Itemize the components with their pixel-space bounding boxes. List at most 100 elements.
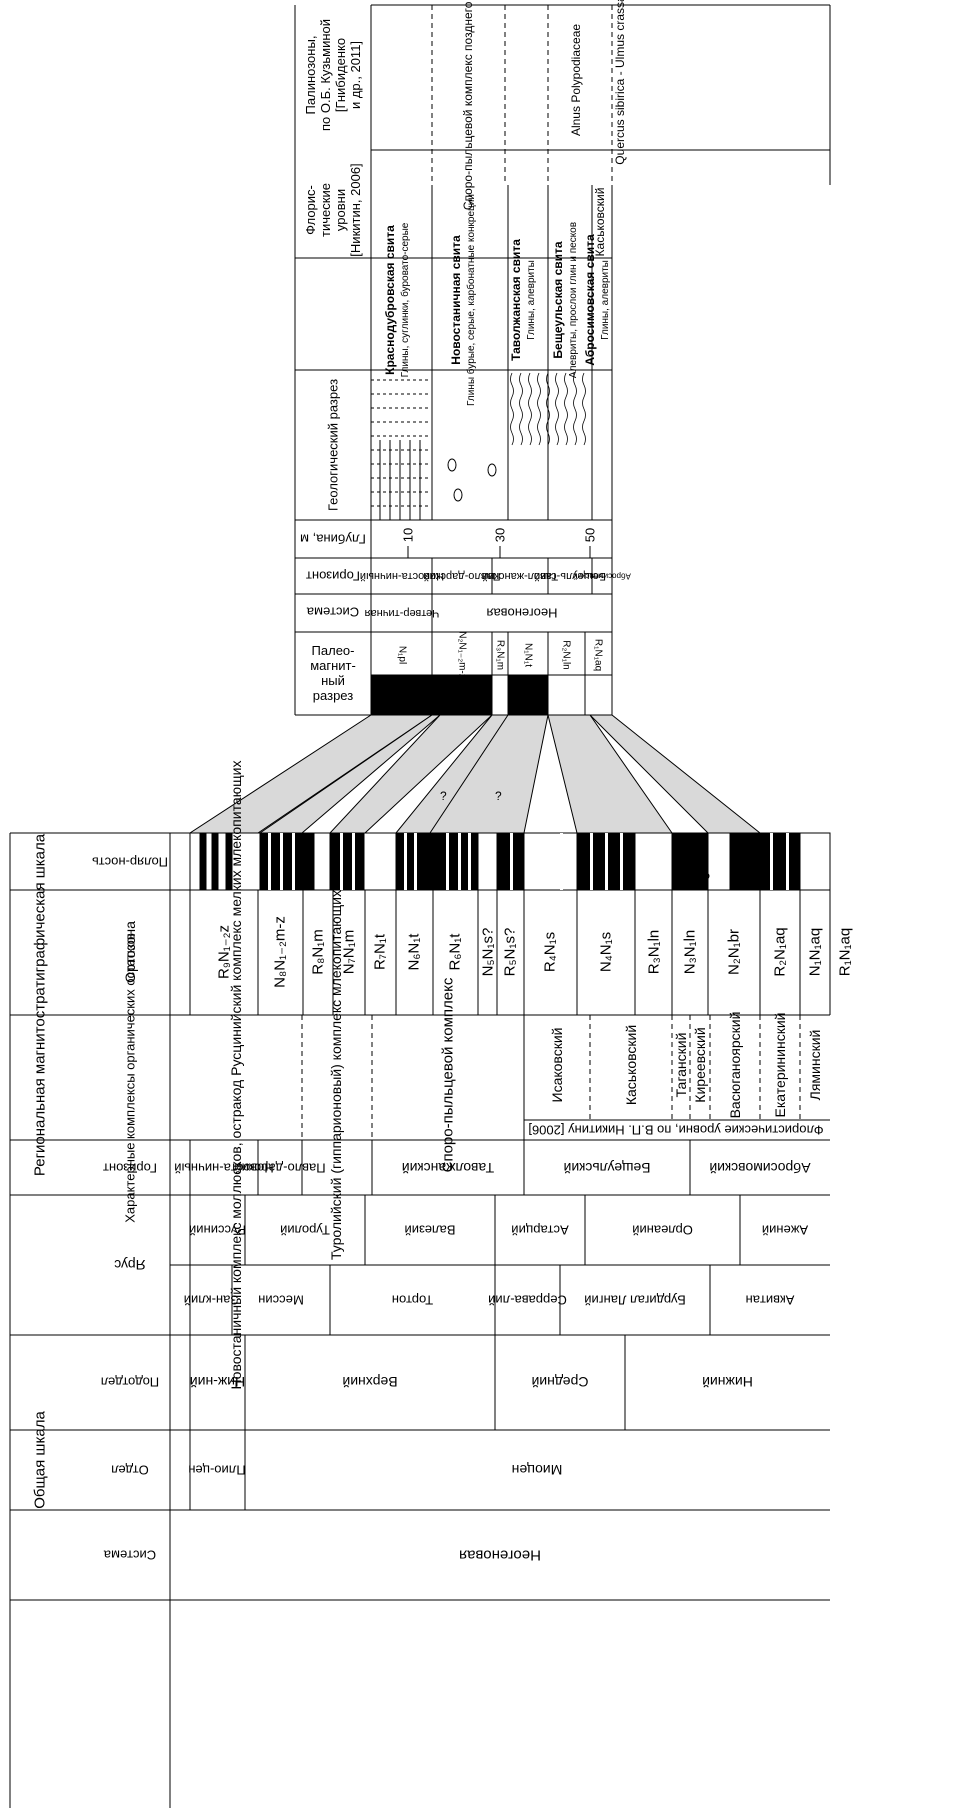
- floristic-level-line: Таганский: [673, 1033, 689, 1098]
- polarity-stripe: [458, 833, 461, 890]
- stage-label: Туролий: [280, 1223, 330, 1238]
- title-regional-line: Региональная магнитостратиграфическая шк…: [32, 833, 49, 1176]
- palynozone-line: Alnus Polypodiaceae: [569, 24, 583, 136]
- stage-label: Аквитан: [746, 1293, 795, 1308]
- header-paleomag-line: ный: [321, 673, 345, 688]
- subdept-label-line: Верхний: [342, 1374, 397, 1390]
- polarity-stripe: [510, 833, 513, 890]
- polarity-stripe: [340, 833, 343, 890]
- paleomag-block: [491, 674, 509, 716]
- palynozone: Споро-пыльцевой комплекс позднего миоцен…: [461, 0, 475, 210]
- palynozone-line: Quercus sibirica - Ulmus crassa: [613, 0, 627, 165]
- concretion-mark: [453, 488, 463, 502]
- horizon-label: Новоста-ничный: [174, 1161, 273, 1176]
- polarity-stripe: [590, 833, 593, 890]
- polarity-stripe: [605, 833, 608, 890]
- paleomag-label: R₃N₁m: [495, 640, 506, 670]
- polarity-bar: [477, 832, 498, 891]
- concretion-mark: [487, 463, 497, 477]
- horizon-label-line: Абросимовский: [709, 1160, 810, 1176]
- palynozone-line: Споро-пыльцевой комплекс позднего миоцен…: [461, 0, 475, 210]
- floristic-caption: Флористические уровни, по В.П. Никитину …: [528, 1123, 823, 1138]
- polarity-bar: [395, 832, 431, 891]
- horizon-label: Абросимовский: [573, 572, 631, 581]
- polarity-stripe: [404, 833, 407, 890]
- orthozone-label: N₇N₁m: [341, 930, 358, 974]
- floristic-level: Васюганоярский: [727, 1012, 743, 1119]
- orthozone-label: R₇N₁t: [372, 933, 389, 970]
- header-system-line: Система: [103, 1548, 156, 1563]
- paleomag-label: N₂N₁₋₂m-z: [457, 631, 468, 679]
- formation-name: Таволжанская свита: [509, 239, 523, 361]
- orthozone-label-line: R₃N₁ln: [646, 930, 663, 975]
- header-floristic-line: уровни: [333, 189, 348, 231]
- header-geol-line: Геологический разрез: [326, 379, 341, 511]
- header-stage: Ярус: [114, 1257, 146, 1273]
- header-complexes-line: Характерные комплексы органических остат…: [123, 933, 138, 1223]
- paleomag-label: N₁N₁t: [523, 643, 534, 667]
- orthozone-label-line: R₆N₁t: [447, 933, 464, 971]
- formation-desc: Глины, алевриты: [526, 260, 537, 340]
- polarity-bar: [707, 832, 731, 891]
- stage-label-line: Аквитан: [746, 1293, 795, 1308]
- formation-name: Абросимовская свита: [583, 234, 597, 366]
- orthozone-label-line: R₉N₁₋₂z: [216, 925, 233, 979]
- orthozone-label-line: R₁N₁aq: [837, 928, 854, 976]
- header-horizon-line: Горизонт: [306, 569, 360, 584]
- polarity-bar: [759, 832, 801, 891]
- paleomag-block: [431, 674, 493, 716]
- stage-label: Руссиний: [189, 1223, 246, 1238]
- lithology-wave: [510, 372, 514, 446]
- header-system: Система: [306, 605, 359, 620]
- orthozone-label: R₃N₁ln: [646, 930, 663, 975]
- floristic-level-line: Каськовский: [593, 188, 607, 257]
- complex-label: Новостаничный комплекс моллюсков, острак…: [228, 761, 244, 1390]
- orthozone-label-line: R₄N₁s: [542, 932, 559, 972]
- orthozone-label-line: N₂N₁br: [726, 929, 743, 975]
- polarity-bar: [231, 832, 261, 891]
- stage-label-line: Валезий: [405, 1223, 456, 1238]
- paleomag-label-line: R₁N₁aq: [593, 639, 604, 671]
- header-system: Система: [103, 1548, 156, 1563]
- floristic-level-line: Исаковский: [549, 1028, 565, 1103]
- header-palyno-line: Палинозоны,: [303, 36, 318, 115]
- subdept-label-line: Нижний: [702, 1374, 753, 1390]
- orthozone-label-line: N₄N₁s: [598, 932, 615, 972]
- horizon-label: Бещеульский: [564, 1160, 651, 1176]
- orthozone-label: N₃N₁ln: [682, 930, 699, 975]
- correlation-question: ?: [440, 789, 447, 803]
- orthozone-label-line: N₁N₁aq: [807, 928, 824, 976]
- header-paleomag-line: разрез: [313, 688, 353, 703]
- header-horizon: Горизонт: [103, 1161, 157, 1176]
- orthozone-label-line: R₈N₁m: [310, 929, 327, 974]
- header-stage-line: Ярус: [114, 1257, 146, 1273]
- stage-label: Астарций: [511, 1223, 568, 1238]
- polarity-stripe: [280, 833, 283, 890]
- horizon-label-line: Павло-дарский: [234, 1161, 325, 1176]
- stage-label: Тортон: [392, 1293, 433, 1308]
- horizon-label-line: Новоста-ничный: [174, 1161, 273, 1176]
- correlation-bands: ??: [188, 714, 762, 834]
- header-depth: Глубина, м: [300, 532, 366, 547]
- header-complexes: Характерные комплексы органических остат…: [123, 933, 138, 1223]
- header-geol: Геологический разрез: [326, 379, 341, 511]
- header-floristic-line: Флорис-: [303, 185, 318, 235]
- lithology-wave: [537, 372, 541, 446]
- orthozone-label: N₅N₁s?: [480, 928, 497, 977]
- horizon-label-line: Абросимовский: [573, 572, 631, 581]
- polarity-stripe: [786, 833, 789, 890]
- polarity-bar: [799, 832, 831, 891]
- orthozone-label-line: R₇N₁t: [372, 933, 389, 970]
- stage-label-line: Орлеаний: [632, 1223, 693, 1238]
- header-system-line: Система: [306, 605, 359, 620]
- system-label: Неогеновая: [459, 1547, 541, 1564]
- paleomag-label-line: N₁pl: [397, 646, 408, 664]
- horizon-label: Новоста-ничный: [360, 570, 444, 582]
- formation-name: Новостаничная свита: [449, 235, 463, 365]
- header-horizon: Горизонт: [306, 569, 360, 584]
- depth-label-line: 10: [401, 528, 416, 542]
- dept-label-line: Плио-цен: [188, 1463, 245, 1478]
- orthozone-label: R₉N₁₋₂z: [216, 925, 233, 979]
